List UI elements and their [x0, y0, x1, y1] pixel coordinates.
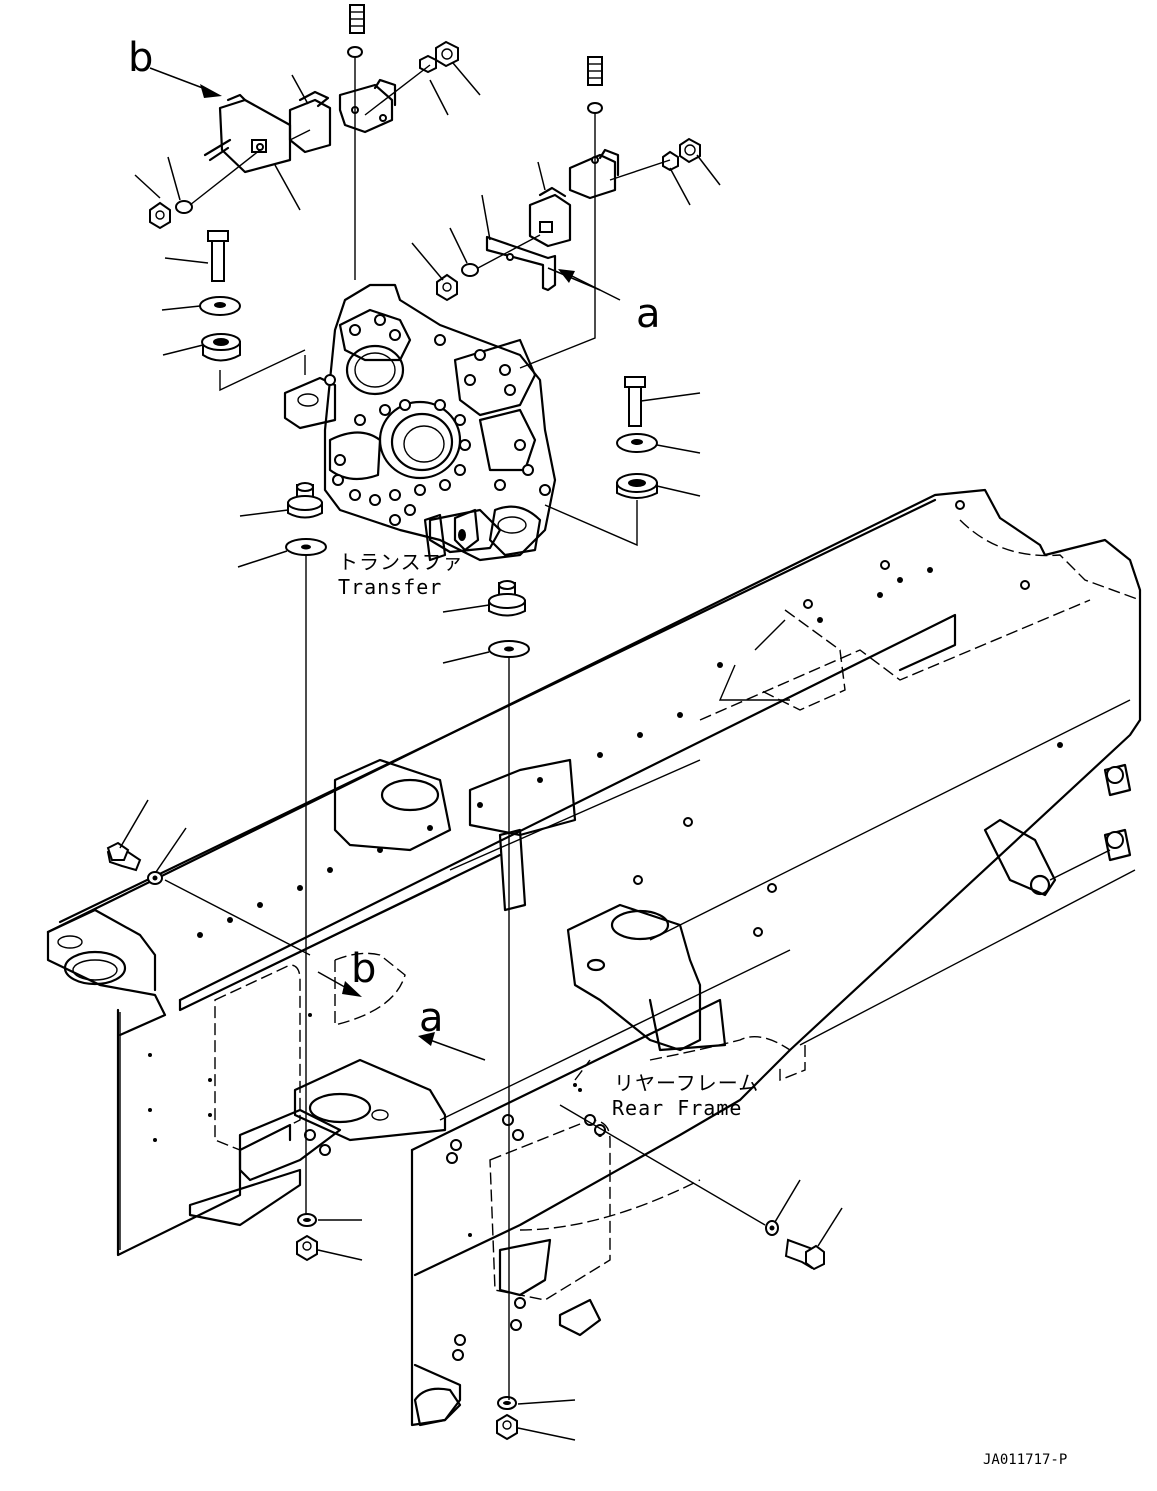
mount-left-top [199, 230, 241, 362]
callout-a-frame: a [419, 995, 444, 1041]
rear-frame-label-en: Rear Frame [612, 1096, 742, 1120]
assembly-lines [164, 58, 766, 1400]
callout-arrows [149, 67, 621, 1061]
transfer-label-jp: トランスファ [338, 550, 464, 574]
leader-lines [119, 62, 843, 1441]
transfer-housing [323, 283, 557, 562]
mount-left-bottom [285, 482, 327, 556]
rear-frame-label-jp: リヤーフレーム [614, 1071, 759, 1095]
callout-a-top: a [636, 291, 661, 337]
bracket-b-assembly [149, 4, 459, 230]
mount-right-bottom [488, 580, 530, 658]
callout-b-top: b [128, 35, 153, 81]
callout-b-frame: b [351, 946, 376, 992]
rear-frame [46, 488, 1142, 1427]
bracket-a-assembly [436, 56, 701, 302]
mount-right-top [616, 376, 658, 499]
transfer-label-en: Transfer [338, 575, 442, 599]
left-mount-pad [283, 376, 337, 430]
drawing-code: JA011717-P [983, 1452, 1067, 1468]
bottom-hardware [106, 841, 825, 1441]
